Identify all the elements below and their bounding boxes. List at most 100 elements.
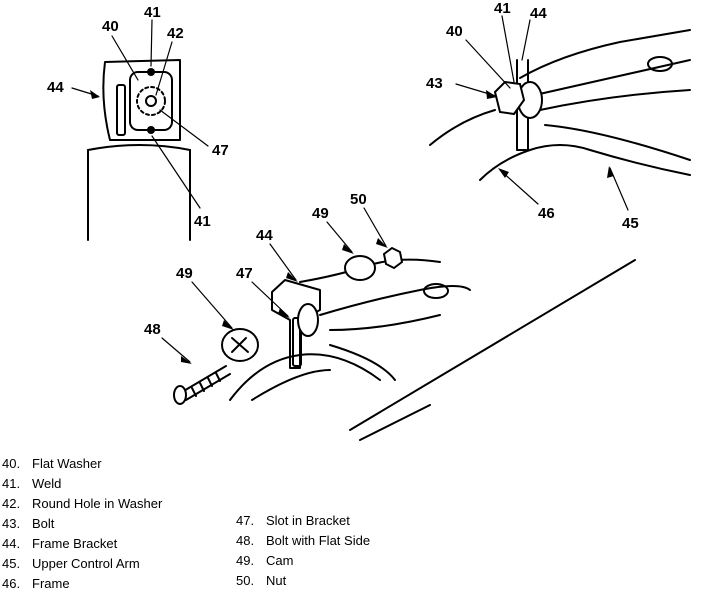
legend-item: 49. Cam	[236, 551, 370, 571]
main-frame-rail-1	[349, 259, 636, 431]
main-slot	[292, 317, 302, 367]
legend-label: Flat Washer	[32, 456, 102, 471]
main-arm-lower2	[329, 314, 441, 331]
leader-inset-40	[111, 35, 139, 81]
inset-frame-bracket	[102, 59, 181, 141]
main-nut	[382, 246, 404, 270]
leader-tr-40	[465, 39, 511, 89]
tr-arm-upper-edge	[519, 29, 691, 79]
tr-frame-left	[429, 109, 496, 146]
arrowhead-icon	[498, 168, 509, 178]
leader-main-50	[363, 207, 387, 247]
legend-left: 40.Flat Washer 41.Weld 42.Round Hole in …	[2, 454, 162, 594]
legend-label: Bolt with Flat Side	[266, 533, 371, 548]
main-cam-mark	[231, 337, 249, 353]
main-frame-lower	[229, 353, 381, 401]
main-frame-lower2	[251, 369, 331, 401]
legend-item: 41.Weld	[2, 474, 162, 494]
legend-number: 43.	[2, 516, 21, 531]
legend-number: 45.	[2, 556, 21, 571]
main-frame-rail-2	[359, 404, 431, 441]
legend-item: 50. Nut	[236, 571, 370, 591]
inset-round-hole	[145, 95, 157, 107]
main-arm-hole	[423, 283, 449, 299]
main-arm-lower	[319, 285, 471, 316]
inset-detail	[71, 19, 209, 241]
callout-main-44: 44	[256, 227, 273, 244]
callout-inset-41-bottom: 41	[194, 213, 211, 230]
leader-main-49-right	[326, 221, 353, 253]
main-pivot-bushing	[297, 303, 319, 337]
leader-inset-47	[159, 109, 209, 147]
arrowhead-icon	[286, 272, 298, 282]
legend-label: Frame	[32, 576, 70, 591]
legend-number: 47.	[236, 513, 255, 528]
legend-item: 47. Slot in Bracket	[236, 511, 370, 531]
inset-frame-top	[87, 144, 191, 151]
leader-main-48	[161, 337, 191, 363]
legend-label: Cam	[266, 553, 294, 568]
legend-item: 42.Round Hole in Washer	[2, 494, 162, 514]
legend-number: 48.	[236, 533, 255, 548]
legend-label: Nut	[266, 573, 287, 588]
legend-label: Slot in Bracket	[266, 513, 350, 528]
main-cam-right	[344, 255, 376, 281]
leader-tr-44	[521, 19, 531, 61]
callout-inset-42: 42	[167, 25, 184, 42]
callout-main-49-left: 49	[176, 265, 193, 282]
callout-tr-40: 40	[446, 23, 463, 40]
arrowhead-icon	[90, 90, 100, 99]
legend-item: 43. Bolt	[2, 514, 162, 534]
main-bolt-head	[173, 385, 187, 405]
arrowhead-icon	[376, 238, 388, 248]
leader-main-49-left	[191, 281, 233, 329]
inset-slot	[116, 84, 126, 136]
callout-main-49-right: 49	[312, 205, 329, 222]
callout-main-48: 48	[144, 321, 161, 338]
tr-arm-lower-edge	[534, 59, 691, 96]
arrowhead-icon	[486, 90, 497, 99]
tr-frame-mid	[544, 124, 691, 161]
arrowhead-icon	[342, 244, 354, 254]
arrowhead-icon	[607, 166, 614, 178]
callout-tr-43: 43	[426, 75, 443, 92]
legend-label: Upper Control Arm	[32, 556, 140, 571]
legend-item: 48. Bolt with Flat Side	[236, 531, 370, 551]
arrowhead-icon	[278, 308, 290, 318]
main-bolt-thread	[191, 372, 221, 397]
legend-number: 49.	[236, 553, 255, 568]
legend-number: 42.	[2, 496, 21, 511]
legend-number: 50.	[236, 573, 255, 588]
inset-weld-bottom	[147, 126, 155, 134]
legend-number: 44.	[2, 536, 21, 551]
leader-inset-42	[155, 41, 173, 96]
legend-item: 45. Upper Control Arm	[2, 554, 162, 574]
arrowhead-icon	[222, 320, 234, 330]
legend-number: 46.	[2, 576, 21, 591]
arrowhead-icon	[181, 356, 192, 364]
callout-main-50: 50	[350, 191, 367, 208]
callout-main-47: 47	[236, 265, 253, 282]
inset-frame-column	[87, 149, 191, 241]
main-exploded-view	[161, 207, 636, 441]
callout-inset-41-top: 41	[144, 4, 161, 21]
callout-inset-40: 40	[102, 18, 119, 35]
callout-tr-45: 45	[622, 215, 639, 232]
callout-inset-47: 47	[212, 142, 229, 159]
tr-arm-hole	[647, 56, 673, 72]
legend-item: 40.Flat Washer	[2, 454, 162, 474]
leader-main-44	[269, 243, 297, 281]
callout-tr-41: 41	[494, 0, 511, 17]
legend-item: 46. Frame	[2, 574, 162, 594]
tr-frame-lower	[479, 144, 691, 181]
legend-label: Bolt	[32, 516, 55, 531]
main-bolt-shank	[181, 365, 227, 393]
callout-inset-44: 44	[47, 79, 64, 96]
legend-item: 44. Frame Bracket	[2, 534, 162, 554]
main-frame-mid	[329, 344, 396, 381]
main-bolt-shank2	[185, 373, 231, 401]
leader-tr-41	[501, 15, 515, 83]
legend-label: Frame Bracket	[32, 536, 118, 551]
legend-label: Weld	[32, 476, 62, 491]
